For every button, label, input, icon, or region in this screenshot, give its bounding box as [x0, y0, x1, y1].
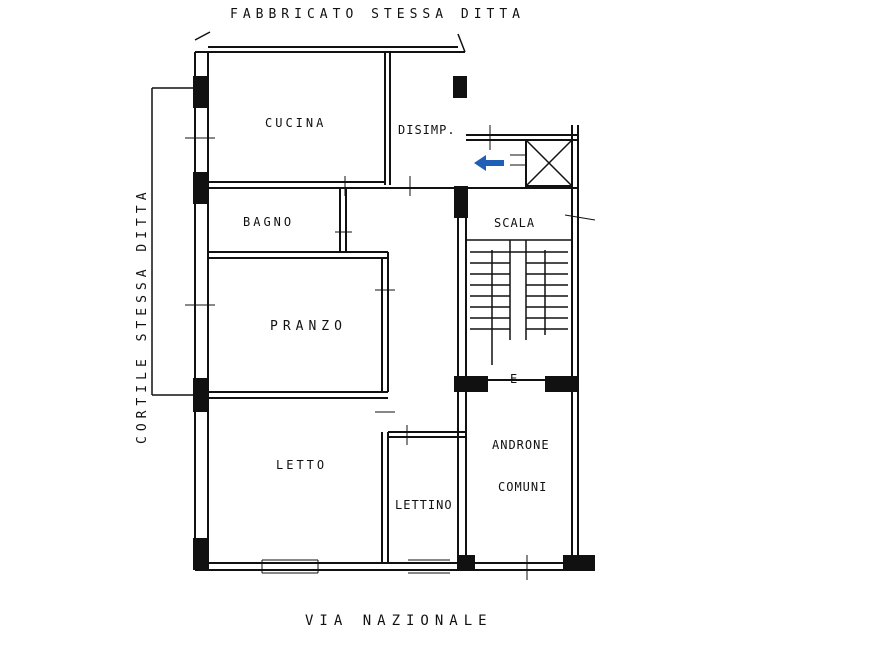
room-label-cucina: CUCINA — [265, 116, 327, 130]
room-label-disimpegno: DISIMP. — [398, 123, 456, 137]
room-label-androne-e: E — [510, 372, 521, 386]
wall-pillars — [193, 76, 595, 570]
room-label-lettino: LETTINO — [395, 498, 453, 512]
street-label: VIA NAZIONALE — [305, 613, 493, 629]
top-label: FABBRICATO STESSA DITTA — [230, 7, 526, 22]
entrance-arrow-icon — [474, 155, 504, 171]
side-label: CORTILE STESSA DITTA — [135, 187, 150, 444]
room-label-letto: LETTO — [276, 458, 328, 472]
room-label-bagno: BAGNO — [243, 215, 295, 229]
room-label-comuni: COMUNI — [498, 480, 548, 494]
openings — [185, 125, 596, 580]
room-label-pranzo: PRANZO — [270, 319, 347, 334]
walls — [151, 31, 595, 571]
stairs — [466, 239, 572, 365]
room-label-scala: SCALA — [494, 216, 536, 230]
room-label-androne: ANDRONE — [492, 438, 550, 452]
